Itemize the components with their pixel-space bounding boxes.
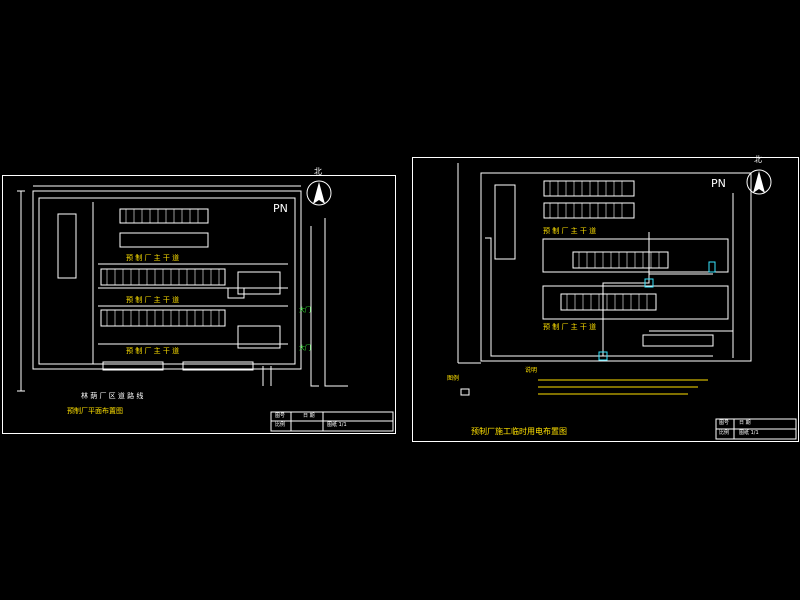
left-title-block-r2c2: 图纸 1/1: [327, 422, 347, 428]
left-plan-row-1: 预 制 厂 主 干 道: [126, 254, 180, 262]
left-road-label: 林 荫 厂 区 道 路 线: [81, 392, 144, 400]
left-title-block-r1c1: 图号: [275, 413, 286, 419]
left-entrance-label-1: 大门: [299, 307, 312, 314]
north-arrow-icon: [313, 182, 325, 204]
north-arrow-icon: [753, 171, 765, 193]
left-plan-row-3: 预 制 厂 主 干 道: [126, 347, 180, 355]
left-north-symbol: 北: [314, 167, 322, 176]
right-title-block-r1c1: 图号: [719, 420, 730, 426]
right-plan-linework: [457, 163, 797, 440]
left-north-label: PN: [273, 202, 288, 215]
right-notes-title: 说明: [525, 367, 538, 374]
right-title-block-r1c2: 日 期: [739, 420, 751, 426]
right-north-symbol: 北: [754, 155, 762, 164]
right-drawing-title: 预制厂施工临时用电布置图: [471, 427, 567, 436]
right-drawing-sheet: PN 北 预 制 厂 主 干 道 预 制 厂 主 干 道 图例 说明 预制厂施工…: [412, 155, 799, 442]
right-plan-row-1: 预 制 厂 主 干 道: [543, 227, 597, 235]
left-entrance-label-2: 大门: [299, 345, 312, 352]
right-title-block-r2c2: 图纸 1/1: [739, 430, 759, 436]
right-title-block-r2c1: 比例: [719, 430, 730, 436]
right-north-label: PN: [711, 177, 726, 190]
left-plan-row-2: 预 制 厂 主 干 道: [126, 296, 180, 304]
right-legend-title: 图例: [447, 375, 460, 382]
left-title-block-r2c1: 比例: [275, 422, 286, 428]
right-plan-row-2: 预 制 厂 主 干 道: [543, 323, 597, 331]
left-drawing-title: 预制厂平面布置图: [67, 407, 123, 415]
left-title-block-r1c2: 日 期: [303, 413, 315, 419]
left-plan-linework: [17, 180, 394, 432]
left-drawing-sheet: PN 北 预 制 厂 主 干 道 预 制 厂 主 干 道 预 制 厂 主 干 道…: [2, 168, 396, 434]
